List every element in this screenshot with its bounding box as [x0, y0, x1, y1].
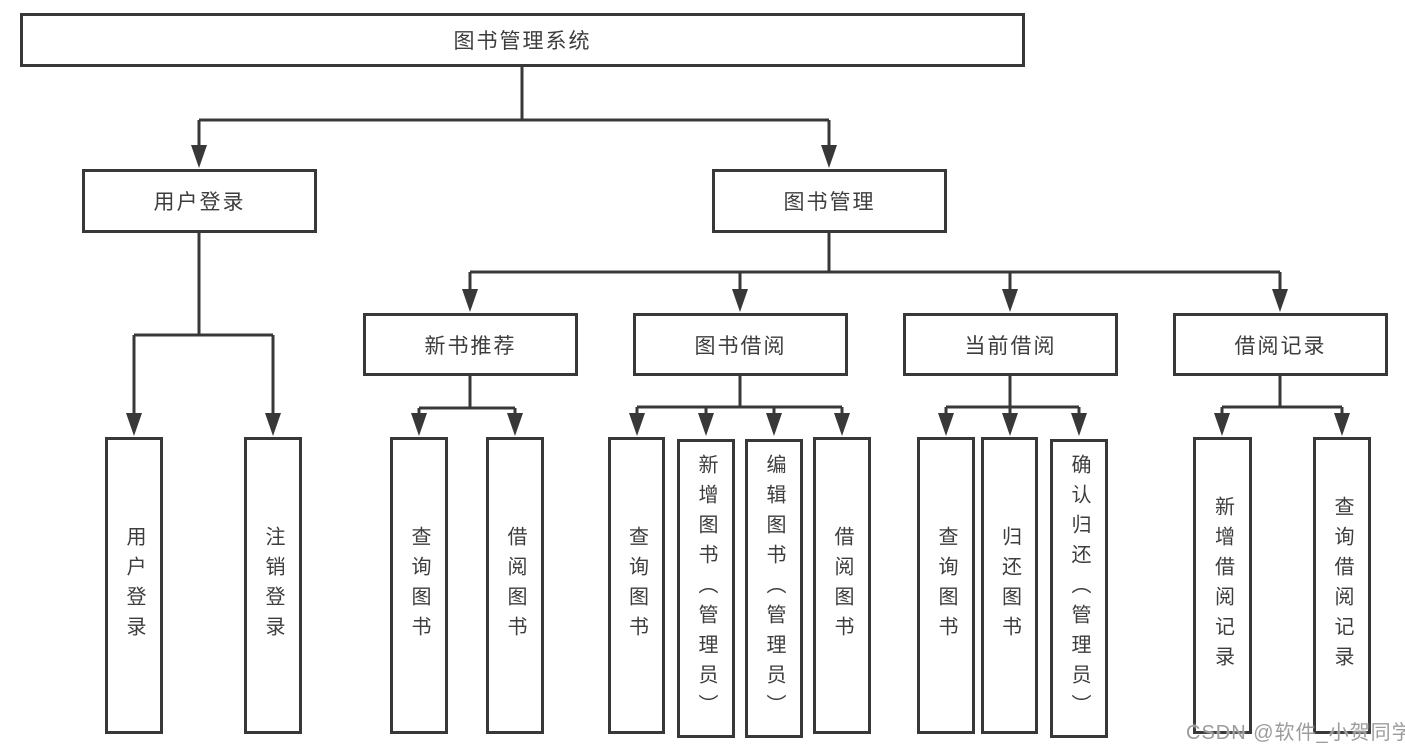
- leaf-user-login: 用户登录: [105, 437, 163, 734]
- node-root: 图书管理系统: [20, 13, 1025, 67]
- leaf-query-books-current: 查询图书: [917, 437, 975, 734]
- leaf-query-books-borrowing: 查询图书: [608, 437, 665, 734]
- leaf-confirm-return-admin: 确认归还（管理员）: [1050, 439, 1108, 738]
- node-borrow-records: 借阅记录: [1173, 313, 1388, 376]
- leaf-add-books-admin: 新增图书（管理员）: [677, 439, 735, 738]
- node-new-book-recommend: 新书推荐: [363, 313, 578, 376]
- leaf-query-books-recommend: 查询图书: [390, 437, 448, 734]
- node-current-borrowing: 当前借阅: [903, 313, 1118, 376]
- csdn-watermark: CSDN @软件_小贺同学: [1186, 722, 1405, 744]
- leaf-logout: 注销登录: [244, 437, 302, 734]
- leaf-borrow-books-borrowing: 借阅图书: [813, 437, 871, 734]
- leaf-add-borrow-record: 新增借阅记录: [1193, 437, 1252, 734]
- leaf-query-borrow-record: 查询借阅记录: [1313, 437, 1371, 734]
- node-book-management: 图书管理: [712, 169, 947, 233]
- leaf-edit-books-admin: 编辑图书（管理员）: [745, 439, 803, 738]
- leaf-borrow-books-recommend: 借阅图书: [486, 437, 544, 734]
- node-book-borrowing: 图书借阅: [633, 313, 848, 376]
- leaf-return-books: 归还图书: [981, 437, 1038, 734]
- node-user-login: 用户登录: [82, 169, 317, 233]
